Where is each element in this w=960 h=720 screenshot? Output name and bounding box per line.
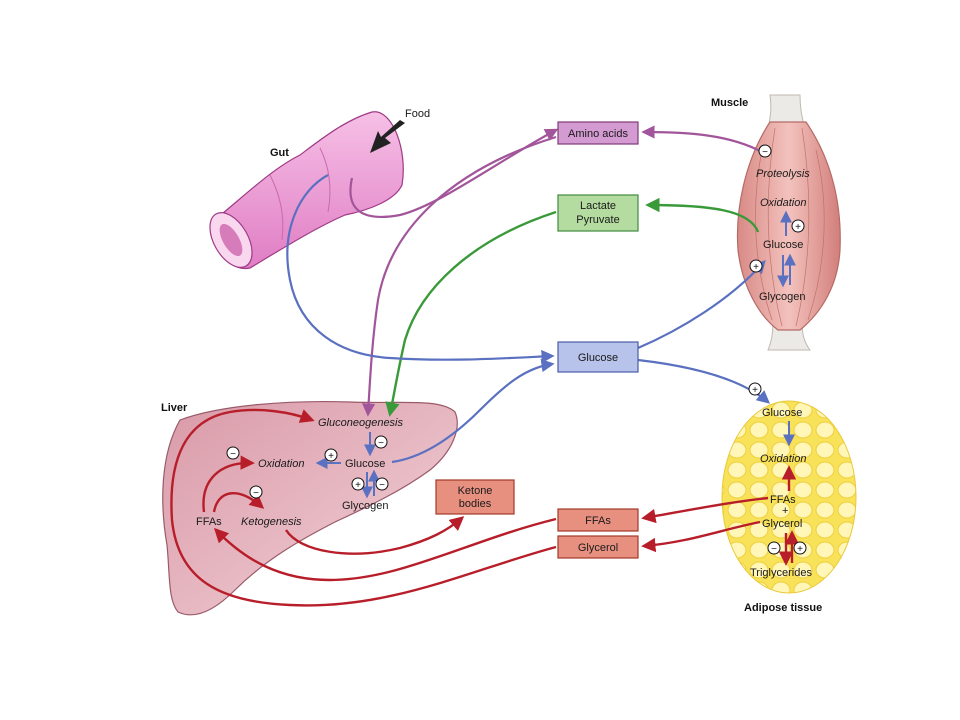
adipose-triglycerides: Triglycerides <box>750 567 812 579</box>
glycerol-to-liver-arrow <box>170 408 557 607</box>
muscle-proteolysis: Proteolysis <box>756 168 810 180</box>
liver-to-glucose-arrow <box>391 359 555 464</box>
glucose-to-muscle-arrow <box>637 260 766 350</box>
glucose-text: Glucose <box>578 352 618 364</box>
liver-glycogen-plus-sign: + <box>351 477 365 491</box>
muscle-glycogen: Glycogen <box>759 291 805 303</box>
lactate-text: Lactate <box>580 200 616 212</box>
lactate-to-liver-arrow <box>385 210 557 417</box>
adipose-lipolysis-plus-sign: + <box>793 541 807 555</box>
glucose-to-adipose-arrow <box>637 358 771 404</box>
gut-to-amino-acids-arrow <box>349 128 559 219</box>
ketone-bodies-box: Ketone bodies <box>435 479 515 515</box>
liver-ffas-to-oxidation-arrow <box>202 455 255 513</box>
svg-text:−: − <box>230 449 236 460</box>
glucose-box: Glucose <box>557 341 639 373</box>
liver-oxidation: Oxidation <box>258 458 304 470</box>
amino-acids-box: Amino acids <box>557 121 639 145</box>
muscle-oxidation: Oxidation <box>760 197 806 209</box>
svg-text:+: + <box>753 262 759 273</box>
adipose-ffas: FFAs <box>770 494 796 506</box>
svg-text:−: − <box>378 438 384 449</box>
ffas-box: FFAs <box>557 508 639 532</box>
lactate-pyruvate-box: Lactate Pyruvate <box>557 194 639 232</box>
svg-text:+: + <box>355 480 361 491</box>
svg-text:−: − <box>379 480 385 491</box>
svg-text:+: + <box>795 222 801 233</box>
adipose-to-glycerol-arrow <box>641 520 761 553</box>
liver-ketogenesis-minus-sign: − <box>249 485 263 499</box>
muscle-label: Muscle <box>711 97 748 109</box>
gut-lumen <box>219 223 243 257</box>
muscle-oxidation-plus-sign: + <box>791 219 805 233</box>
liver-gng-minus-sign: − <box>374 435 388 449</box>
muscle-organ <box>736 94 841 351</box>
svg-text:−: − <box>762 147 768 158</box>
adipose-plus: + <box>782 505 788 517</box>
svg-text:−: − <box>253 488 259 499</box>
gut-organ <box>209 111 405 269</box>
food-arrow <box>370 120 405 153</box>
adipose-oxidation: Oxidation <box>760 453 806 465</box>
svg-text:−: − <box>771 544 777 555</box>
liver-gluconeogenesis: Gluconeogenesis <box>318 417 404 429</box>
muscle-to-amino-acids-arrow <box>641 125 763 153</box>
ffas-text: FFAs <box>585 515 611 527</box>
adipose-glucose: Glucose <box>762 407 802 419</box>
amino-acids-to-liver-arrow <box>362 135 557 417</box>
liver-oxidation-plus-sign: + <box>324 448 338 462</box>
svg-text:+: + <box>752 385 758 396</box>
amino-acids-text: Amino acids <box>568 128 628 140</box>
liver-glycogen: Glycogen <box>342 500 388 512</box>
glycerol-text: Glycerol <box>578 542 618 554</box>
svg-text:+: + <box>797 544 803 555</box>
liver-label: Liver <box>161 402 188 414</box>
adipose-organ <box>721 400 857 594</box>
glycerol-box: Glycerol <box>557 535 639 559</box>
liver-ketogenesis: Ketogenesis <box>241 516 302 528</box>
muscle-proteolysis-minus-sign: − <box>758 144 772 158</box>
muscle-glucose: Glucose <box>763 239 803 251</box>
gut-label: Gut <box>270 147 289 159</box>
adipose-glucose-uptake-plus-sign: + <box>748 382 762 396</box>
liver-glycogen-minus-sign: − <box>375 477 389 491</box>
liver-ffas-to-ketogenesis-arrow <box>212 492 265 513</box>
liver-ffa-oxidation-minus-sign: − <box>226 446 240 460</box>
adipose-esterification-minus-sign: − <box>767 541 781 555</box>
bodies-text: bodies <box>459 498 492 510</box>
gut-to-glucose-arrow <box>286 174 555 364</box>
ffas-to-liver-arrow <box>213 517 557 582</box>
gut-fold <box>319 147 331 213</box>
svg-text:+: + <box>328 451 334 462</box>
ketone-text: Ketone <box>458 485 493 497</box>
adipose-to-ffas-arrow <box>641 496 769 524</box>
liver-ffas: FFAs <box>196 516 222 528</box>
pyruvate-text: Pyruvate <box>576 214 619 226</box>
food-label: Food <box>405 108 430 120</box>
ketogenesis-to-ketone-arrow <box>284 516 465 555</box>
muscle-glucose-uptake-plus-sign: + <box>749 259 763 273</box>
adipose-glycerol: Glycerol <box>762 518 802 530</box>
gut-fold <box>269 174 284 241</box>
liver-glucose: Glucose <box>345 458 385 470</box>
gut-tube <box>211 111 404 269</box>
muscle-to-lactate-arrow <box>645 197 760 233</box>
adipose-label: Adipose tissue <box>744 602 822 614</box>
muscle-belly <box>736 121 841 331</box>
